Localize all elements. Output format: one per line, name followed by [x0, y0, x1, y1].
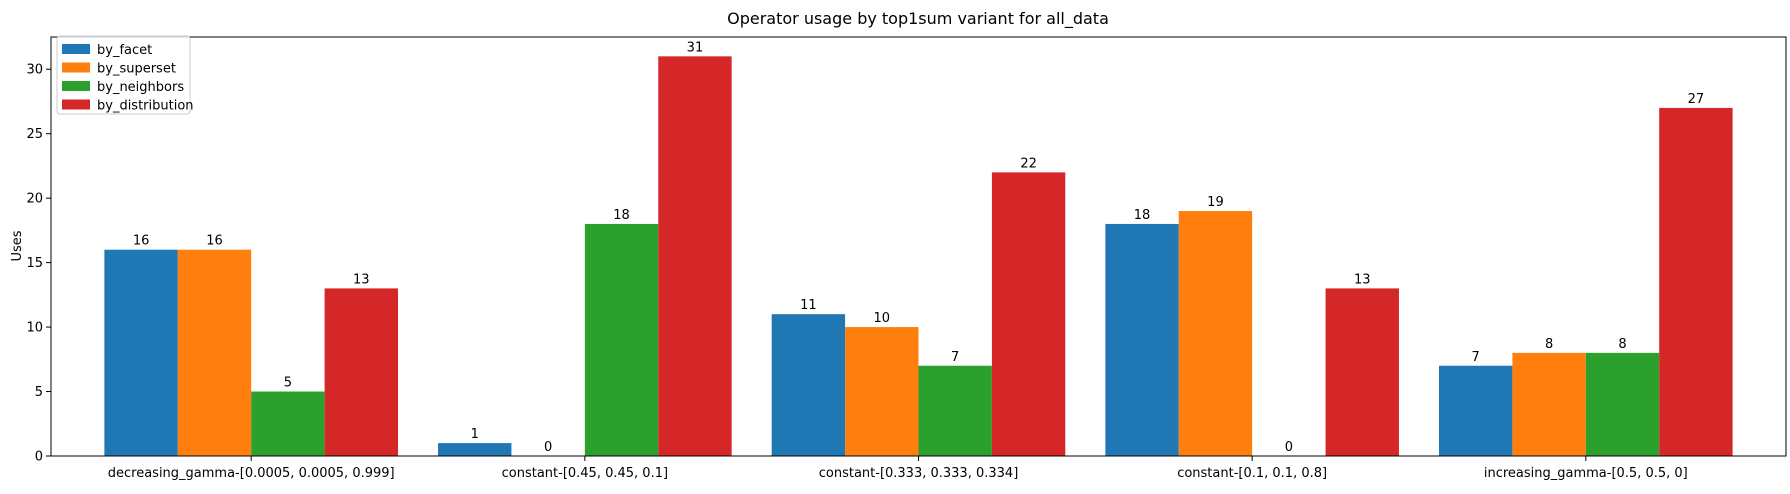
bar-value-label: 1: [471, 427, 479, 442]
y-tick-label: 10: [26, 321, 43, 336]
y-axis: 0 5 10 15 20 25 30: [26, 63, 51, 465]
bar-by_superset-3: [1178, 211, 1253, 456]
bar-by_facet-2: [771, 314, 846, 456]
x-tick-label: constant-[0.45, 0.45, 0.1]: [502, 466, 668, 481]
bar-by_distribution-1: [658, 56, 732, 457]
bars-layer: [104, 56, 1733, 457]
bar-by_facet-4: [1439, 365, 1513, 456]
bar-value-label: 18: [1134, 208, 1151, 223]
bar-by_neighbors-1: [584, 223, 659, 456]
bar-by_superset-0: [177, 249, 252, 456]
bar-by_neighbors-4: [1585, 352, 1660, 456]
y-tick-label: 20: [26, 192, 43, 207]
y-tick-label: 15: [26, 256, 43, 271]
chart-title: Operator usage by top1sum variant for al…: [727, 9, 1109, 29]
y-tick-label: 0: [35, 450, 43, 465]
bar-value-label: 31: [687, 40, 704, 55]
bar-value-label: 8: [1618, 337, 1626, 352]
bar-value-label: 16: [133, 234, 150, 249]
bar-value-label: 5: [284, 376, 292, 391]
bar-value-label: 19: [1207, 195, 1224, 210]
bar-value-label: 27: [1688, 92, 1705, 107]
x-tick-label: decreasing_gamma-[0.0005, 0.0005, 0.999]: [108, 466, 395, 481]
x-axis: decreasing_gamma-[0.0005, 0.0005, 0.999]…: [108, 456, 1688, 481]
bar-by_facet-0: [104, 249, 178, 456]
bar-by_neighbors-0: [251, 391, 325, 456]
bar-value-label: 8: [1545, 337, 1553, 352]
y-tick-label: 30: [26, 63, 43, 78]
legend-label-by_superset: by_superset: [97, 62, 176, 77]
plot-frame: [50, 36, 1787, 457]
legend-label-by_distribution: by_distribution: [97, 99, 194, 114]
bar-by_neighbors-2: [918, 365, 992, 456]
bar-value-label: 13: [1354, 272, 1371, 287]
legend-label-by_facet: by_facet: [97, 43, 152, 58]
legend-swatch-by_facet: [62, 44, 90, 54]
bar-by_facet-1: [438, 443, 512, 456]
bar-value-label: 16: [206, 234, 223, 249]
x-tick-label: constant-[0.1, 0.1, 0.8]: [1177, 466, 1327, 481]
y-axis-label: Uses: [10, 230, 25, 261]
bar-by_facet-3: [1105, 223, 1179, 456]
legend: by_facet by_superset by_neighbors by_distri…: [56, 35, 194, 115]
bar-by_distribution-0: [324, 288, 398, 456]
bar-value-label: 22: [1020, 156, 1037, 171]
bar-by_superset-2: [845, 327, 919, 456]
legend-label-by_neighbors: by_neighbors: [97, 80, 184, 95]
bar-value-label: 11: [800, 298, 817, 313]
bar-value-label: 10: [874, 311, 891, 326]
legend-swatch-by_neighbors: [62, 81, 90, 91]
legend-swatch-by_distribution: [62, 99, 90, 110]
bar-by_distribution-3: [1325, 288, 1399, 456]
y-tick-label: 5: [35, 385, 43, 400]
bar-value-label: 0: [1285, 440, 1293, 455]
bar-value-label: 7: [951, 350, 959, 365]
bar-value-label: 13: [353, 272, 370, 287]
legend-box: [56, 35, 191, 115]
bar-value-label: 7: [1472, 350, 1480, 365]
x-tick-label: constant-[0.333, 0.333, 0.334]: [819, 466, 1019, 481]
bar-by_distribution-4: [1659, 107, 1733, 456]
x-tick-label: increasing_gamma-[0.5, 0.5, 0]: [1484, 466, 1688, 481]
bar-by_superset-4: [1512, 352, 1586, 456]
bar-value-label: 0: [544, 440, 552, 455]
bar-value-label: 18: [613, 208, 630, 223]
bar-by_distribution-2: [991, 172, 1066, 456]
legend-swatch-by_superset: [62, 62, 90, 73]
y-tick-label: 25: [26, 127, 43, 142]
